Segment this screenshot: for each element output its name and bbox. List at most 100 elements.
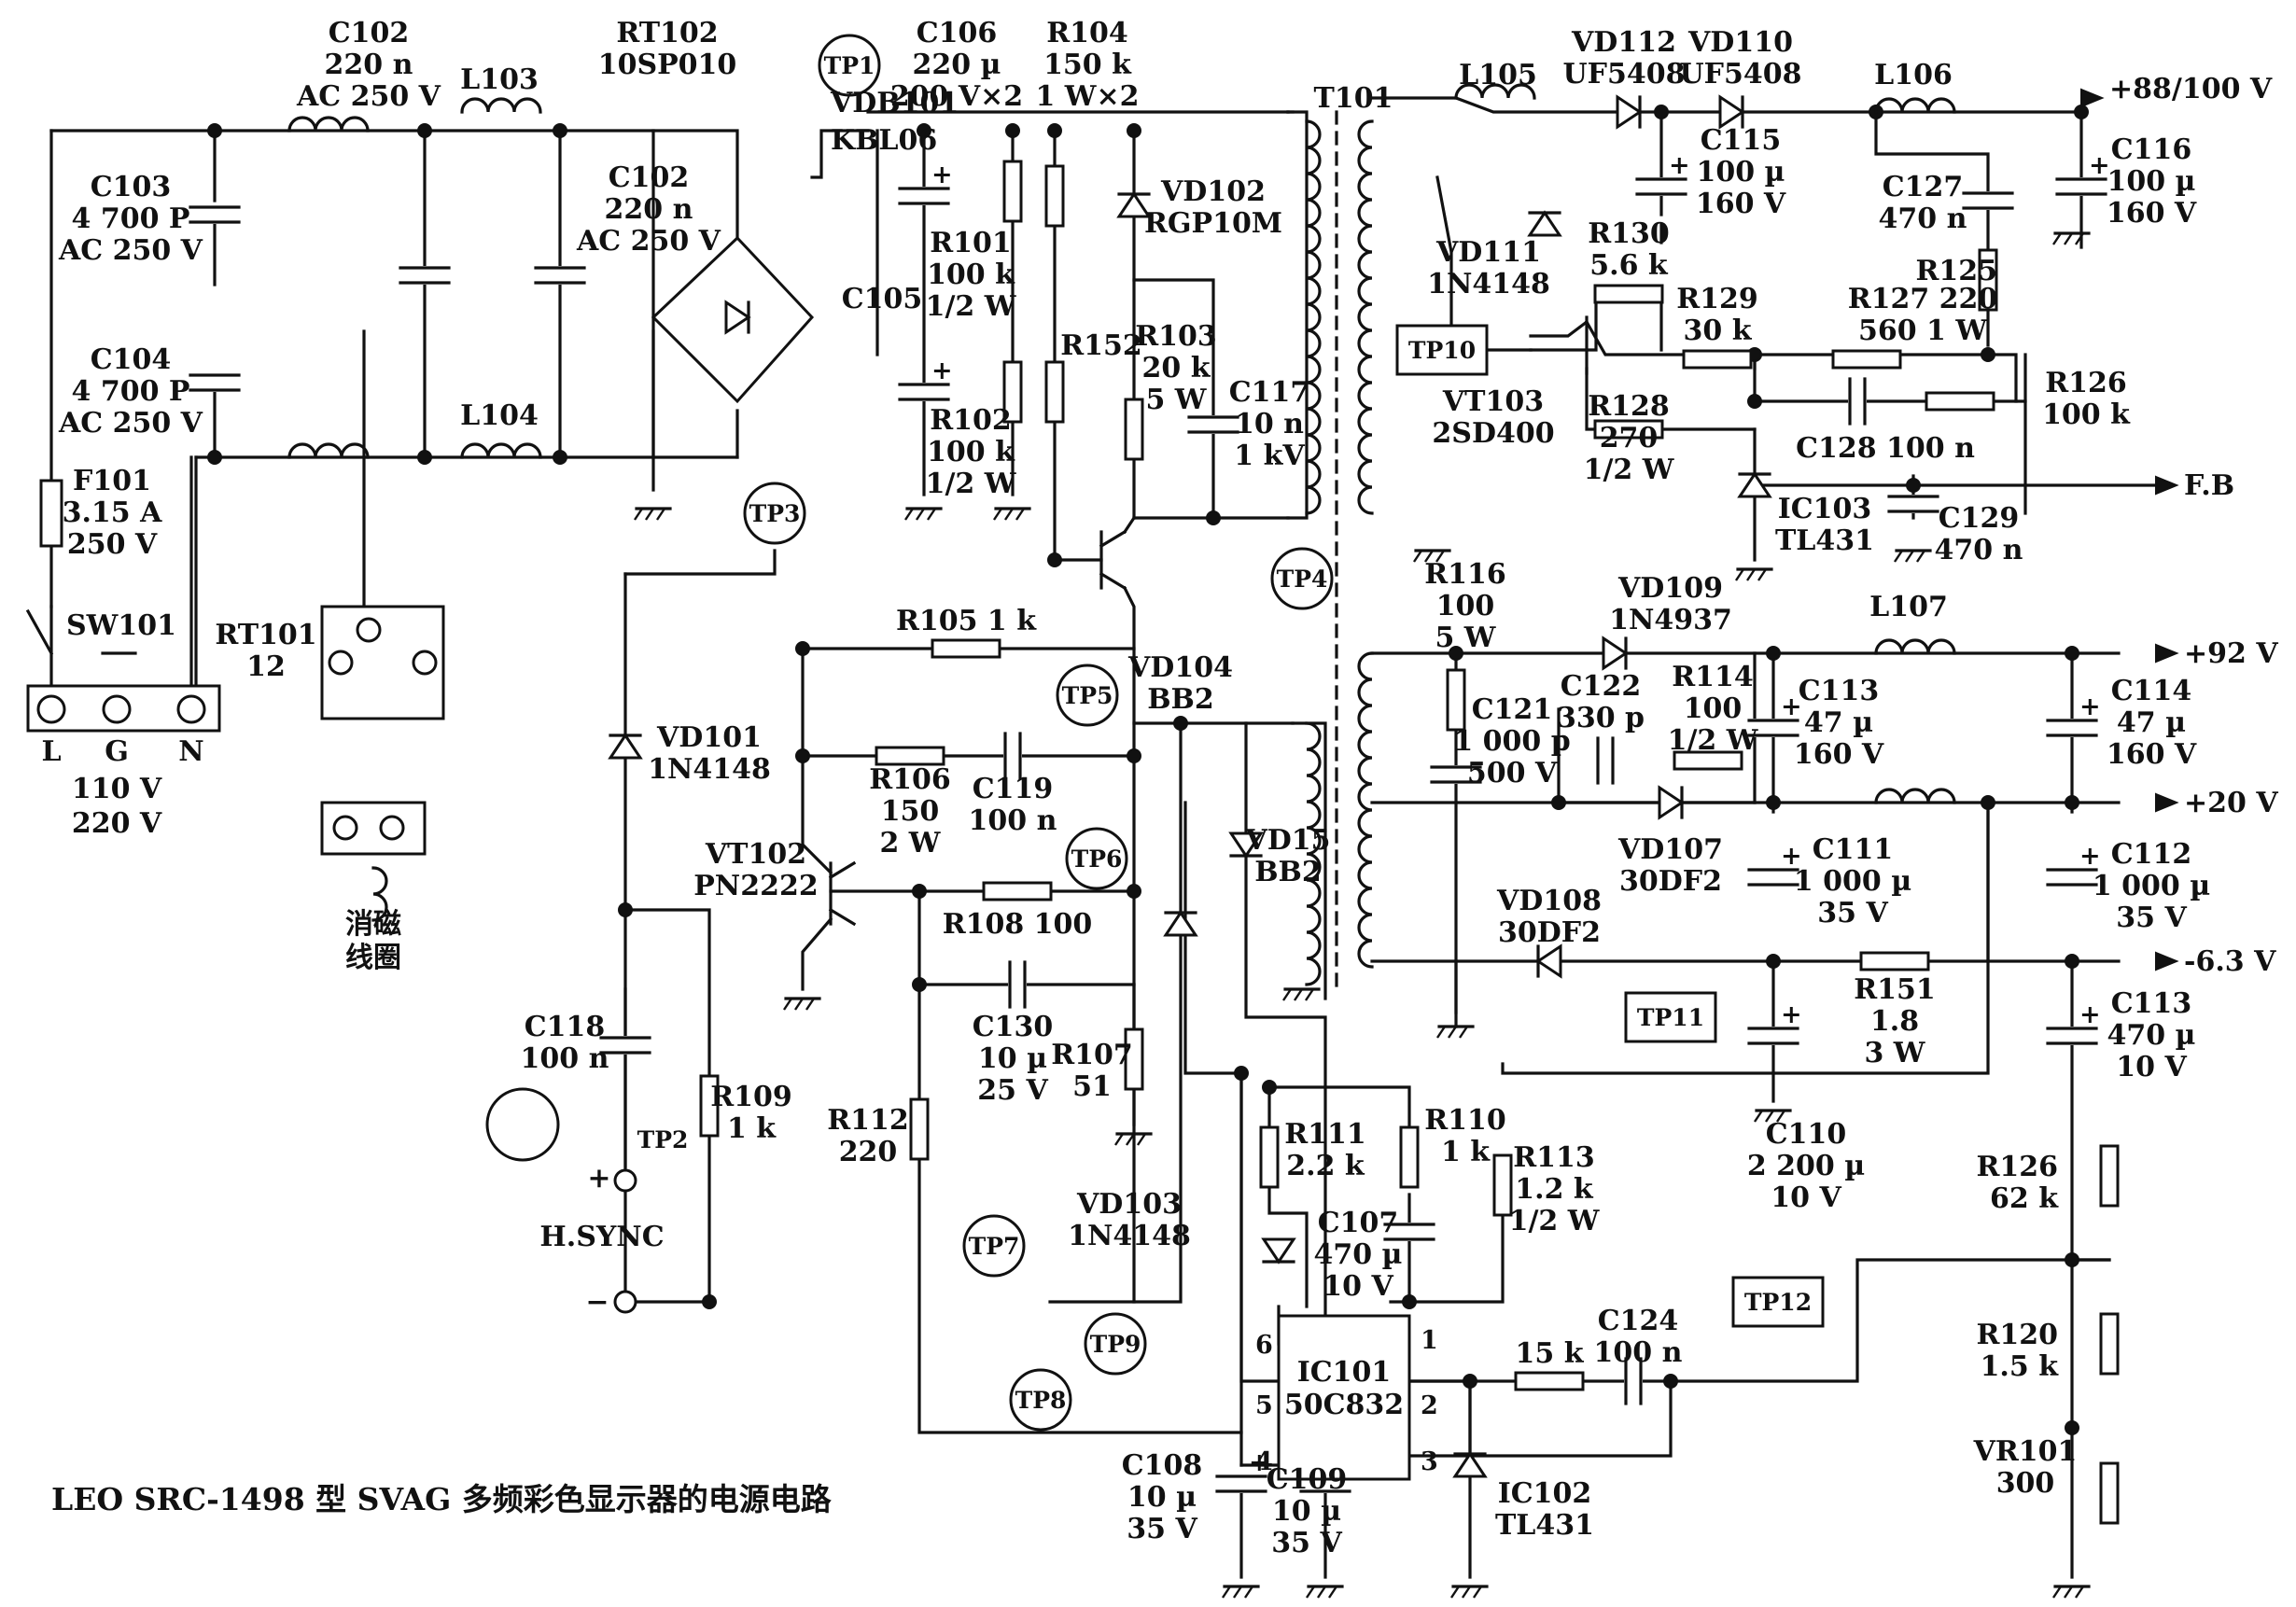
svg-text:R112: R112 [827, 1104, 909, 1137]
svg-text:1 000 µ: 1 000 µ [1794, 865, 1911, 898]
svg-text:3.15 A: 3.15 A [63, 496, 163, 529]
diode-vd111 [1527, 210, 1562, 237]
svg-text:R108 100: R108 100 [943, 908, 1093, 941]
ground-symbol [1894, 549, 1932, 563]
inductor-l106 [1874, 97, 1956, 114]
junction-dot [553, 450, 567, 465]
junction-dot [2065, 646, 2079, 661]
capacitor-c112: + [2046, 842, 2101, 887]
svg-text:+: + [2089, 151, 2110, 180]
ground-symbol [634, 507, 672, 521]
svg-text:330 p: 330 p [1557, 702, 1645, 734]
components: ++++++++++++TP1TP3TP4TP5TP6TP7TP8TP9TP10… [25, 34, 2179, 1599]
svg-text:100: 100 [1684, 692, 1743, 725]
resistor-r101 [1002, 160, 1023, 223]
test-point-6: TP6 [1065, 827, 1128, 890]
svg-text:VD104: VD104 [1127, 651, 1233, 684]
sec-88v [1370, 96, 2083, 114]
hsync-label: H.SYNC [539, 1221, 664, 1253]
svg-text:300: 300 [1996, 1467, 2055, 1500]
resistor-r107 [1124, 1027, 1144, 1091]
resistor-15k [1514, 1371, 1585, 1391]
test-point-4: TP4 [1270, 547, 1334, 610]
svg-text:2SD400: 2SD400 [1432, 417, 1554, 450]
svg-text:R106: R106 [869, 763, 951, 796]
svg-text:R116: R116 [1424, 558, 1506, 591]
capacitor-c117 [1187, 415, 1239, 434]
common-mode-top [287, 116, 370, 133]
junction-dot [795, 748, 810, 763]
svg-text:VT103: VT103 [1442, 385, 1544, 418]
svg-text:C114: C114 [2111, 675, 2192, 707]
vdb101-name: VDB101 [830, 87, 959, 119]
svg-text:+: + [2079, 1000, 2101, 1029]
svg-text:C115: C115 [1701, 124, 1782, 157]
svg-text:BB2: BB2 [1147, 683, 1214, 716]
ground-symbol [2052, 231, 2091, 245]
svg-text:C106: C106 [917, 17, 998, 49]
junction-dot [702, 1294, 717, 1309]
svg-text:470 n: 470 n [1879, 203, 1967, 235]
svg-text:15 k: 15 k [1516, 1337, 1585, 1370]
transformer-primary [1305, 119, 1322, 515]
svg-text:IC102: IC102 [1498, 1477, 1592, 1510]
arrow-head [2080, 88, 2105, 108]
svg-text:2.2 k: 2.2 k [1286, 1150, 1365, 1182]
zener-ic103 [1737, 471, 1772, 498]
svg-text:VD15: VD15 [1244, 824, 1330, 857]
junction-dot [2074, 105, 2089, 119]
svg-text:100: 100 [1436, 590, 1495, 622]
resistor-r103 [1124, 398, 1144, 461]
primary [1286, 110, 1309, 520]
svg-text:C111: C111 [1813, 833, 1894, 866]
svg-text:UF5408: UF5408 [1563, 58, 1686, 91]
diode-vd101 [608, 733, 643, 760]
l104-label: L104 [460, 399, 539, 432]
resistor-r104 [1044, 164, 1065, 228]
rail-88v-label: +88/100 V [2109, 73, 2273, 105]
svg-text:TL431: TL431 [1495, 1509, 1594, 1542]
svg-text:R105 1 k: R105 1 k [896, 605, 1037, 637]
svg-text:+: + [931, 356, 953, 385]
svg-text:C117: C117 [1229, 376, 1310, 409]
junction-dot [1981, 795, 1995, 810]
svg-text:TP3: TP3 [749, 500, 801, 527]
inductor-l105 [1454, 83, 1536, 100]
fuse-f101 [39, 479, 63, 548]
resistor-r112 [909, 1097, 930, 1161]
svg-text:C102: C102 [329, 17, 410, 49]
svg-text:1.5 k: 1.5 k [1981, 1350, 2060, 1383]
ground-symbol [1306, 1585, 1344, 1599]
tp2-label: TP2 [637, 1126, 689, 1153]
hsync-probe [485, 1087, 560, 1162]
svg-text:C104: C104 [91, 343, 172, 376]
svg-text:220 µ: 220 µ [912, 49, 1001, 81]
svg-text:R128: R128 [1588, 390, 1670, 423]
ground-symbol [904, 507, 943, 521]
svg-text:100 n: 100 n [969, 804, 1057, 837]
svg-text:+: + [1781, 1000, 1802, 1029]
diode-vd112 [1616, 94, 1643, 130]
svg-text:UF5408: UF5408 [1680, 58, 1802, 91]
arrow-head [2155, 951, 2179, 971]
ic101-chip [1277, 1314, 1411, 1481]
svg-text:1 000 p: 1 000 p [1453, 725, 1570, 758]
junction-dot [1747, 394, 1762, 409]
svg-text:100 n: 100 n [1594, 1336, 1683, 1369]
ic101-pin-1: 1 [1421, 1326, 1438, 1355]
resistor-r109 [699, 1074, 720, 1138]
svg-text:R151: R151 [1854, 973, 1936, 1006]
svg-text:10 V: 10 V [1323, 1270, 1393, 1303]
